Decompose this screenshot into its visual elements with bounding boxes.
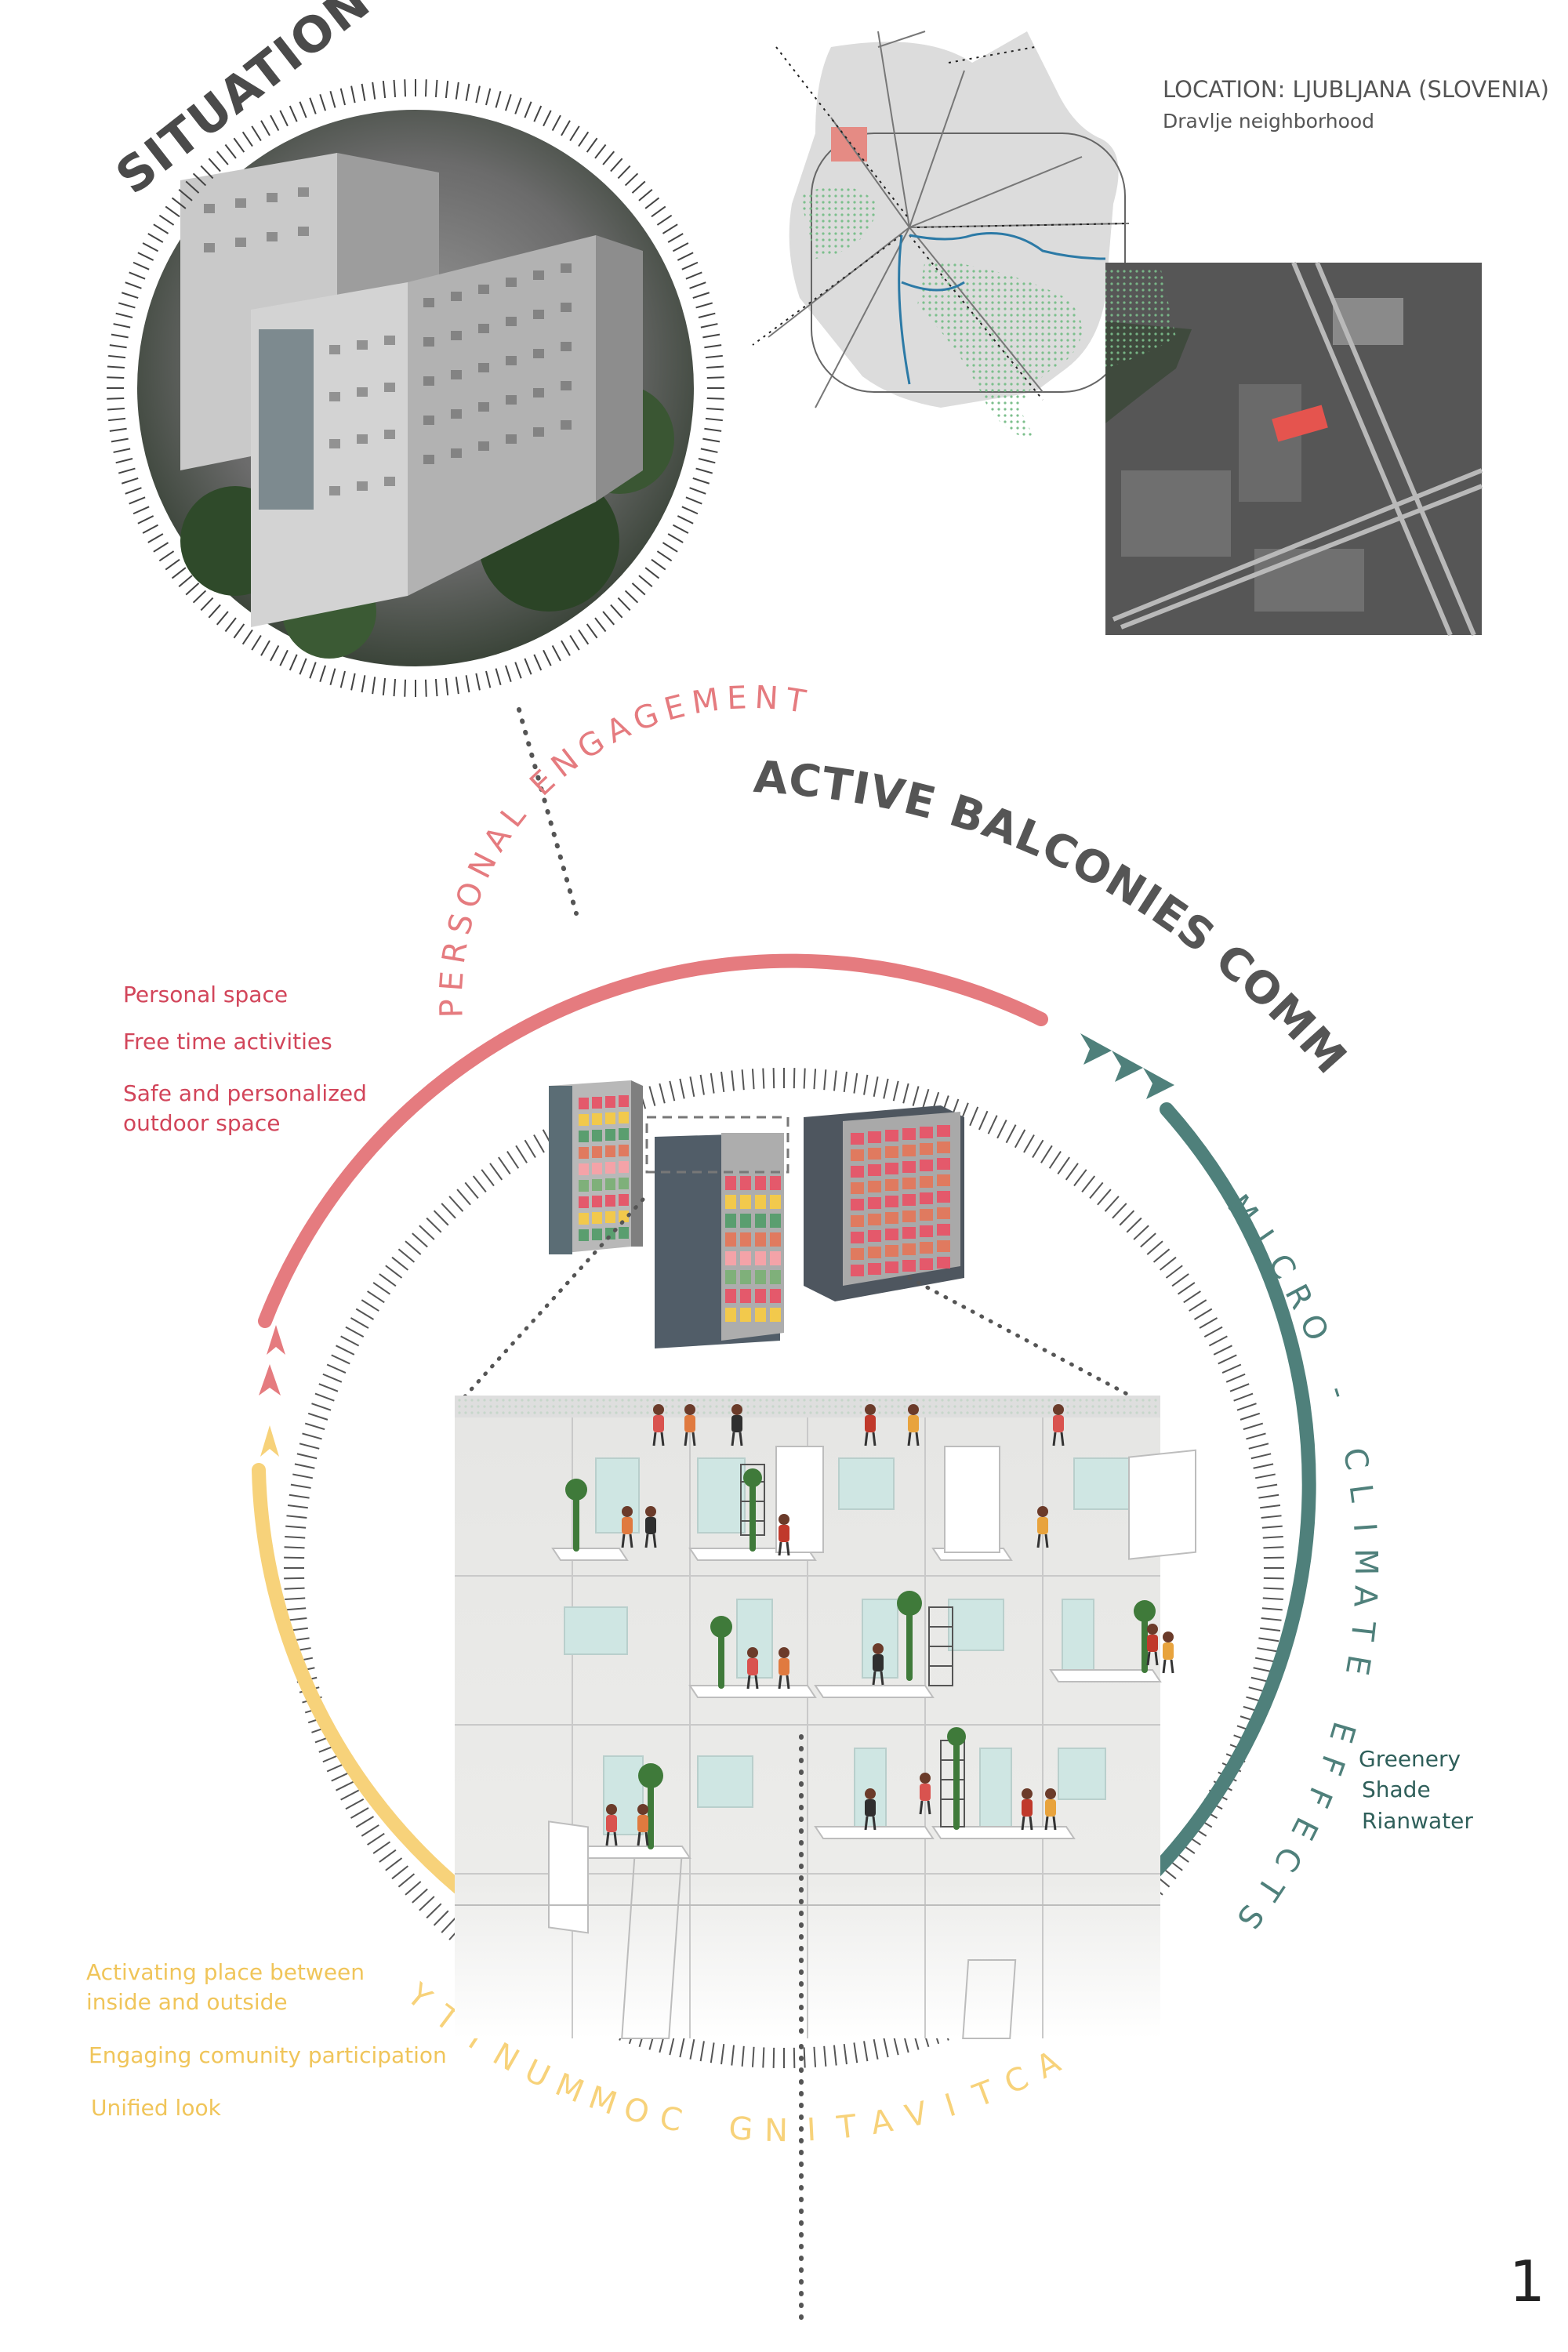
personal-item-3a: Safe and personalized <box>123 1080 367 1106</box>
svg-text:I: I <box>806 2112 817 2149</box>
aerial-photo <box>1105 261 1483 637</box>
svg-text:O: O <box>1292 1309 1335 1347</box>
micro-item-2: Shade <box>1362 1777 1431 1802</box>
situation-photo <box>137 110 694 666</box>
svg-text:N: N <box>764 2113 789 2149</box>
activating-item-3: Unified look <box>91 2095 221 2121</box>
svg-text:M: M <box>584 2079 621 2122</box>
svg-text:V: V <box>902 2095 931 2135</box>
activating-item-1a: Activating place between <box>86 1959 365 1985</box>
location-subheading: Dravlje neighborhood <box>1163 110 1374 132</box>
svg-text:T: T <box>967 2074 1000 2114</box>
svg-text:G: G <box>728 2111 754 2148</box>
personal-item-2: Free time activities <box>123 1029 332 1054</box>
micro-climate-arrows <box>1080 1033 1174 1099</box>
towers-illustration <box>549 1080 964 1348</box>
svg-text:F: F <box>1298 1782 1338 1813</box>
page-number: 1 <box>1509 2249 1545 2314</box>
svg-text:T: T <box>1343 1619 1381 1643</box>
activating-community-arrow <box>260 1425 279 1457</box>
location-heading: LOCATION: LJUBLJANA (SLOVENIA) <box>1163 76 1549 103</box>
situation-tick-ring <box>107 79 724 697</box>
svg-text:Y: Y <box>400 1976 439 2017</box>
connector-dotted-top <box>517 707 579 916</box>
micro-item-3: Rianwater <box>1362 1808 1473 1834</box>
svg-text:M: M <box>1348 1548 1384 1576</box>
personal-item-1: Personal space <box>123 982 289 1007</box>
svg-text:C: C <box>656 2100 685 2140</box>
svg-text:L: L <box>1342 1482 1381 1504</box>
personal-item-3b: outdoor space <box>123 1110 281 1136</box>
svg-text:A: A <box>1030 2044 1066 2086</box>
svg-text:T: T <box>1249 1870 1290 1907</box>
personal-engagement-arrow-2 <box>259 1364 281 1396</box>
svg-text:M: M <box>550 2067 589 2111</box>
svg-text:-: - <box>1319 1381 1357 1403</box>
svg-text:I: I <box>1346 1522 1383 1534</box>
activating-item-2: Engaging comunity participation <box>89 2042 447 2068</box>
svg-text:S: S <box>1229 1898 1270 1936</box>
svg-text:N: N <box>487 2036 525 2079</box>
svg-text:C: C <box>1336 1445 1375 1473</box>
activating-item-1b: inside and outside <box>86 1989 288 2015</box>
micro-item-1: Greenery <box>1359 1746 1461 1772</box>
svg-text:T: T <box>834 2108 858 2147</box>
personal-engagement-arc <box>258 953 1048 1328</box>
svg-text:C: C <box>1267 1840 1309 1877</box>
svg-text:O: O <box>620 2091 653 2132</box>
svg-text:F: F <box>1312 1751 1352 1780</box>
svg-text:E: E <box>1322 1718 1362 1747</box>
personal-engagement-arrow <box>267 1325 285 1355</box>
micro-climate-arc <box>1105 1102 1316 1920</box>
svg-text:A: A <box>868 2103 896 2142</box>
svg-text:U: U <box>519 2053 555 2095</box>
city-map <box>752 31 1130 439</box>
svg-text:I: I <box>941 2087 960 2124</box>
svg-text:C: C <box>999 2060 1033 2101</box>
facade-detail <box>455 1396 1196 2041</box>
svg-text:E: E <box>1283 1812 1324 1846</box>
zoom-lines <box>456 1197 1147 1406</box>
svg-text:A: A <box>1346 1584 1383 1608</box>
svg-text:E: E <box>1338 1652 1377 1678</box>
